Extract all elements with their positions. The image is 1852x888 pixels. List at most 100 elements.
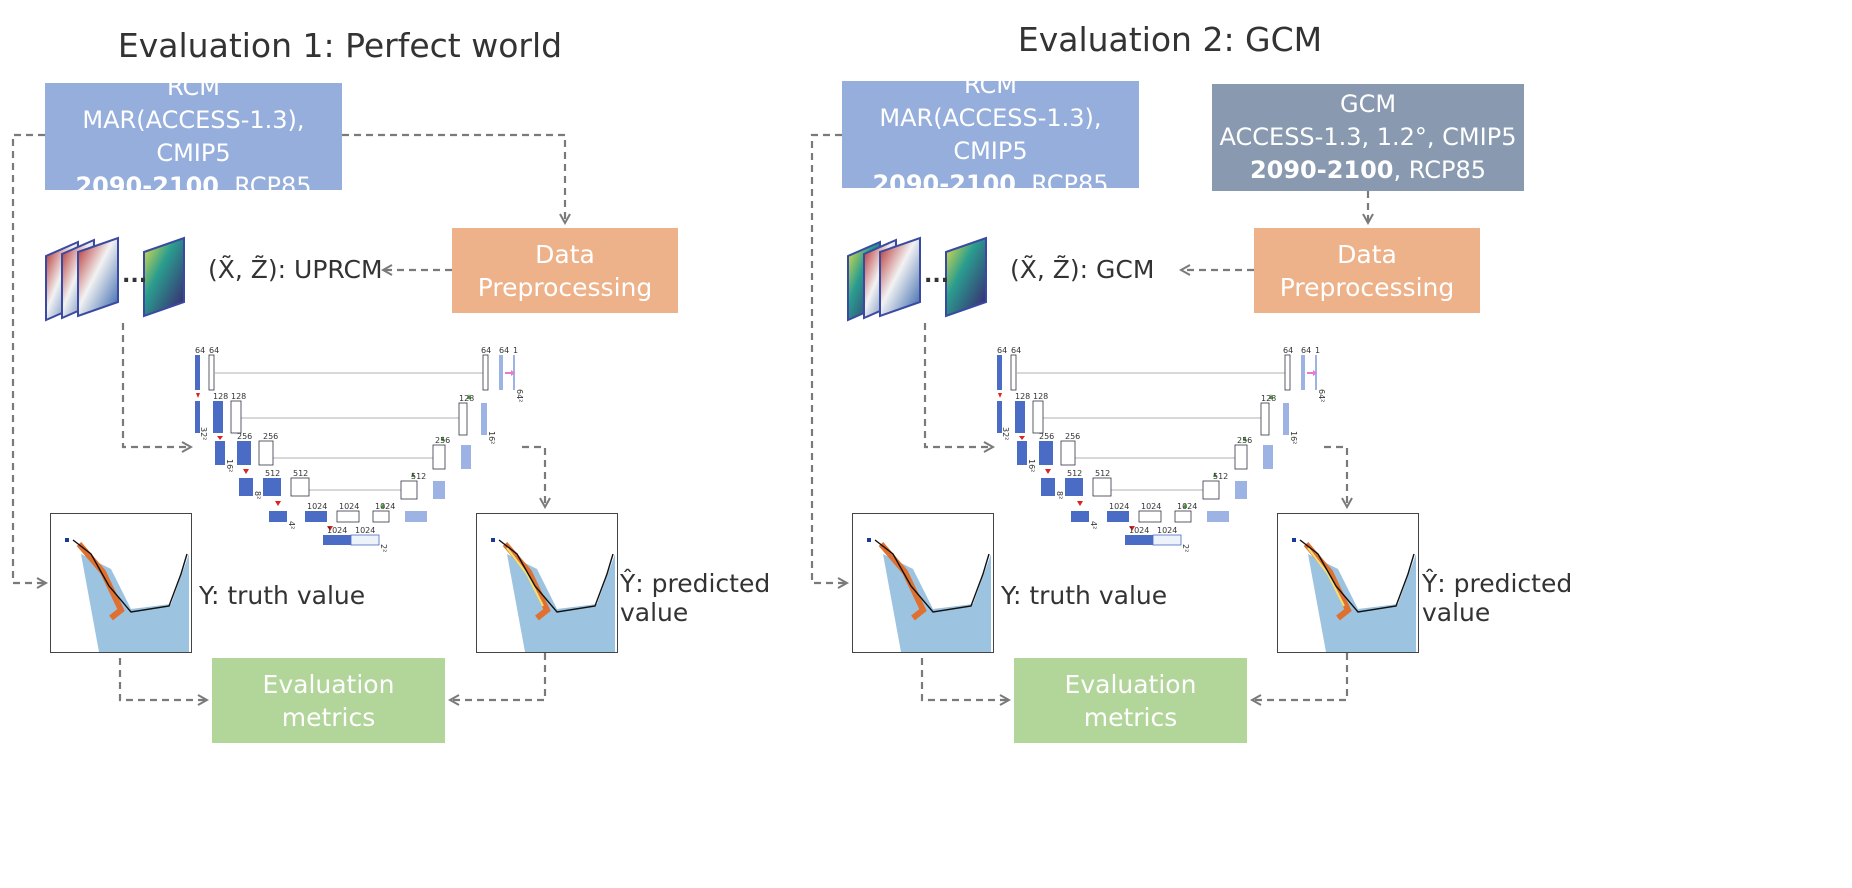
source-period: 2090-2100 [1249,156,1394,184]
unet-channel-label: 128 [1261,394,1276,403]
input-label: (X̃, Z̃): GCM [1010,255,1155,284]
unet-channel-label: 1 [513,346,518,355]
data-preprocessing-box: Data Preprocessing [452,228,678,313]
panel-evaluation-1: Evaluation 1: Perfect world RCM MAR(ACCE… [11,26,771,743]
arrow-input-to-unet [121,323,190,447]
unet-diagram: 64 64 128 128 256 256 512 512 1024 1024 … [195,346,524,552]
unet-channel-label: 512 [411,472,426,481]
unet-block [1017,441,1027,465]
unet-channel-label: 128 [1033,392,1048,401]
evaluation-metrics-box: Evaluation metrics [212,658,445,743]
unet-block [1092,477,1112,497]
source-period-line: 2090-2100, RCP85 [872,168,1108,201]
unet-block [1125,535,1153,545]
gcm-source-box: GCM ACCESS-1.3, 1.2°, CMIP5 2090-2100, R… [1212,84,1524,191]
unet-size-label: 16² [487,431,496,444]
unet-block [258,440,274,466]
unet-block [1010,354,1017,391]
unet-block [1315,355,1317,390]
unet-block [195,355,200,390]
unet-block [461,445,471,469]
unet-size-label: 8² [1055,491,1064,499]
unet-channel-label: 1024 [375,502,395,511]
source-scenario: , RCP85 [1393,156,1487,184]
unet-block [1234,444,1248,470]
source-period: 2090-2100 [872,169,1017,198]
source-model: ACCESS-1.3, 1.2°, CMIP5 [1219,123,1517,151]
arrow-rcm-to-truth [810,133,846,583]
unet-block [305,511,327,522]
unet-size-label: 32² [1001,427,1010,440]
unet-block [1107,511,1129,522]
unet-channel-label: 128 [459,394,474,403]
unet-size-label: 8² [253,491,262,499]
unet-block [239,478,253,496]
unet-block [433,481,445,499]
source-name: RCM [167,72,220,101]
unet-size-label: 2² [379,544,388,552]
unet-channel-label: 512 [1067,469,1082,478]
source-scenario: , RCP85 [219,171,312,200]
unet-block [458,402,468,436]
unet-channel-label: 1024 [327,526,347,535]
unet-channel-label: 128 [1015,392,1030,401]
unet-block [513,355,515,390]
unet-block [1071,511,1089,522]
unet-channel-label: 512 [293,469,308,478]
unet-size-label: 4² [1089,521,1098,529]
unet-block [230,400,242,434]
unet-block [1235,481,1247,499]
unet-block [323,535,351,545]
unet-size-label: 16² [1027,459,1036,472]
source-period-line: 2090-2100, RCP85 [75,170,311,203]
unet-channel-label: 256 [1065,432,1080,441]
rcm-source-box: RCM MAR(ACCESS-1.3), CMIP5 2090-2100, RC… [842,71,1139,198]
unet-block [213,401,223,433]
panel-evaluation-2: Evaluation 2: GCM RCM MAR(ACCESS-1.3), C… [802,0,1728,888]
arrow-predicted-to-metrics [1253,653,1349,700]
unet-block [237,441,251,465]
input-fields-stack [846,236,1026,326]
unet-channel-label: 64 [499,346,509,355]
unet-block [499,355,503,390]
field-map-3 [879,236,921,318]
unet-size-label: 16² [225,459,234,472]
source-model: MAR(ACCESS-1.3), CMIP5 [879,103,1102,165]
unet-channel-label: 128 [231,392,246,401]
field-map-3 [77,236,119,318]
predicted-map [1277,513,1419,653]
unet-channel-label: 256 [237,432,252,441]
data-preprocessing-box: Data Preprocessing [1254,228,1480,313]
ellipsis: ... [924,263,950,288]
unet-block [1138,510,1162,523]
unet-size-label: 64² [1317,389,1326,402]
unet-size-label: 2² [1181,544,1190,552]
unet-block [405,511,427,522]
unet-channel-label: 512 [1213,472,1228,481]
unet-block [1060,440,1076,466]
predicted-label-line-2: value [620,598,689,627]
unet-channel-label: 1024 [1141,502,1161,511]
unet-block [1207,511,1229,522]
rcm-source-box: RCM MAR(ACCESS-1.3), CMIP5 2090-2100, RC… [45,73,342,200]
source-period-line: 2090-2100, RCP85 [1250,154,1486,187]
unet-size-label: 4² [287,521,296,529]
unet-channel-label: 64 [209,346,219,355]
unet-block [350,534,380,546]
unet-channel-label: 512 [1095,469,1110,478]
unet-block [432,444,446,470]
arrow-unet-to-predicted [1324,445,1347,506]
unet-block [1263,445,1273,469]
unet-block [1041,478,1055,496]
ellipsis: ... [122,263,148,288]
unet-channel-label: 1024 [355,526,375,535]
source-name: RCM [964,70,1017,99]
arrow-unet-to-predicted [522,445,545,506]
evaluation-metrics-box: Evaluation metrics [1014,658,1247,743]
predicted-label-line-1: Ŷ: predicted [620,569,771,598]
unet-block [269,511,287,522]
unet-size-label: 64² [515,389,524,402]
unet-channel-label: 64 [481,346,491,355]
field-map-4 [143,236,185,318]
unet-channel-label: 1 [1315,346,1320,355]
